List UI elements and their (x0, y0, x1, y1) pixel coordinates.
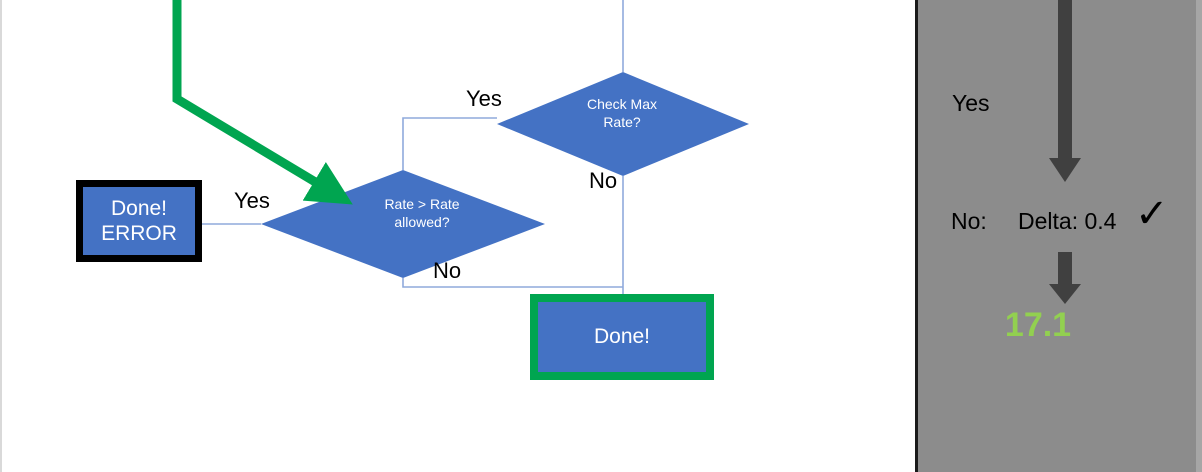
decision-max-rate[interactable] (497, 72, 749, 176)
side-panel-delta-label: Delta: 0.4 (1018, 208, 1117, 234)
side-panel-no-label: No: (951, 208, 987, 234)
connector-no-rate-check-to-done (402, 278, 623, 288)
edge-label-no-from-rate-check: No (433, 258, 462, 283)
side-panel-arrows (1049, 0, 1081, 304)
flowchart-connectors (172, 0, 749, 296)
arrow-down-upper (1049, 0, 1081, 182)
side-panel-yes-label: Yes (952, 90, 990, 116)
process-done-error-label: Done! ERROR (101, 196, 177, 245)
connector-yes-max-rate-to-rate-check (402, 117, 497, 170)
checkmark-icon: ✓ (1135, 192, 1169, 236)
highlight-arrow-to-rate-check (172, 0, 353, 205)
decision-rate-check[interactable] (261, 170, 545, 278)
process-done[interactable]: Done! (530, 294, 714, 380)
side-panel-result-value: 17.1 (1004, 306, 1072, 344)
process-done-error[interactable]: Done! ERROR (76, 180, 202, 262)
edge-label-no-from-max-rate: No (589, 168, 618, 193)
arrow-down-lower (1049, 252, 1081, 304)
edge-label-yes-to-rate-check: Yes (466, 86, 502, 111)
process-done-label: Done! (593, 325, 651, 349)
flowchart-canvas: Check Max Rate? Rate > Rate allowed? Don… (0, 0, 749, 472)
side-panel: Yes No: Delta: 0.4 ✓ 17.1 (915, 0, 1202, 472)
edge-label-yes-to-error: Yes (234, 188, 270, 213)
